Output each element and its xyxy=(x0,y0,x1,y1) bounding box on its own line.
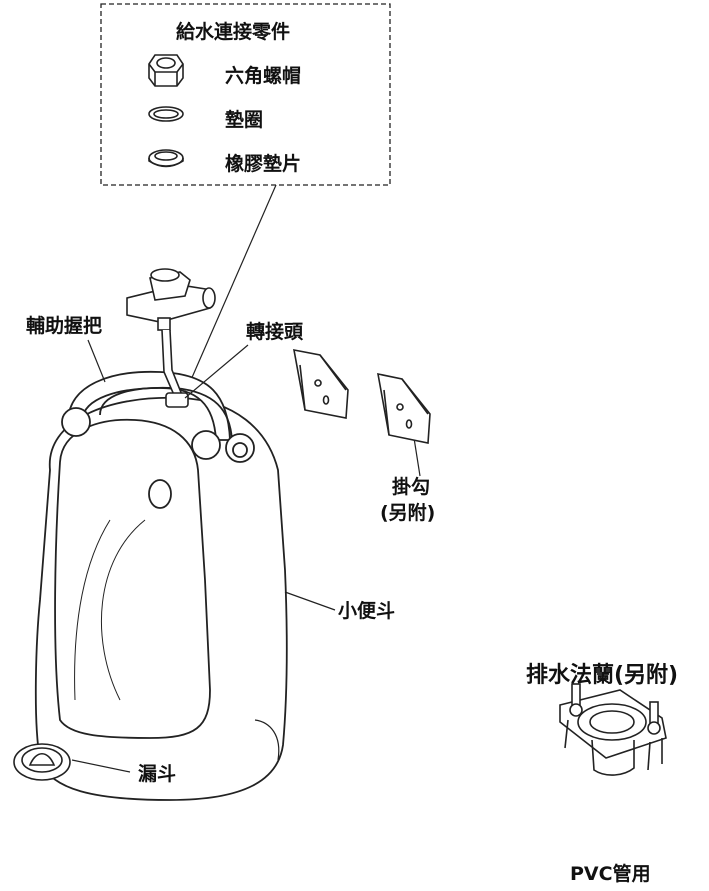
adapter-label: 轉接頭 xyxy=(246,321,304,343)
grab-bar-label: 輔助握把 xyxy=(26,315,103,337)
part-washer-label: 墊圈 xyxy=(225,109,264,131)
washer-icon xyxy=(148,106,184,122)
hook-note-label: (另附) xyxy=(380,502,436,524)
wall-hook-icon xyxy=(377,372,431,444)
urinal-label: 小便斗 xyxy=(338,600,396,622)
adapter-leader xyxy=(184,344,249,399)
hook-label: 掛勾 xyxy=(392,476,431,498)
box-leader-line xyxy=(179,184,277,406)
drain-flange-label: 排水法蘭(另附) xyxy=(526,663,679,688)
strainer-icon xyxy=(13,743,71,781)
hex-nut-icon xyxy=(148,54,184,87)
drain-flange-icon xyxy=(559,683,667,776)
wall-hook-icon xyxy=(293,348,349,419)
rubber-gasket-icon xyxy=(148,149,184,168)
parts-box-title: 給水連接零件 xyxy=(176,21,291,43)
hook-leader xyxy=(413,437,421,477)
urinal-body xyxy=(34,396,288,801)
grab-bar xyxy=(61,370,255,463)
pvc-label: PVC管用 xyxy=(570,863,651,885)
parts-box-border xyxy=(100,3,391,186)
part-rubber-gasket-label: 橡膠墊片 xyxy=(225,153,302,175)
grab-bar-leader xyxy=(87,339,106,383)
strainer-label: 漏斗 xyxy=(138,763,177,785)
urinal-leader xyxy=(284,591,336,611)
strainer-leader xyxy=(71,759,131,773)
flush-valve xyxy=(126,268,216,408)
part-hex-nut-label: 六角螺帽 xyxy=(225,65,302,87)
